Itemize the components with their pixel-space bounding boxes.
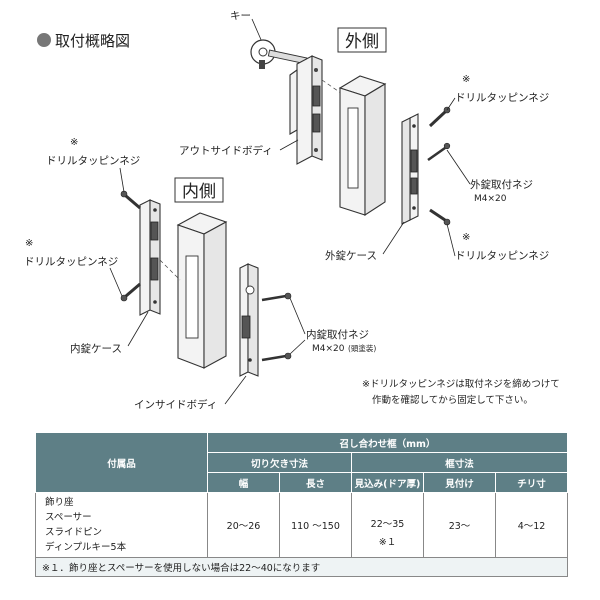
outer-drill-asterisk-bottom: ※ bbox=[462, 232, 470, 243]
inner-screw-leader-b bbox=[289, 339, 306, 355]
cutout-header: 切り欠き寸法 bbox=[207, 452, 352, 473]
col-width: 幅 bbox=[207, 472, 280, 493]
table-row: 飾り座 スペーサー スライドピン ディンプルキー5本 20〜26 110 〜15… bbox=[35, 492, 569, 558]
length-value: 110 〜150 bbox=[279, 492, 352, 558]
inner-drill-label-top: ドリルタッピンネジ bbox=[46, 155, 140, 167]
outer-side-heading: 外側 bbox=[345, 32, 379, 52]
note-line-2: 作動を確認してから固定して下さい。 bbox=[372, 395, 533, 406]
installation-note: ※ドリルタッピンネジは取付ネジを締めつけて 作動を確認してから固定して下さい。 bbox=[362, 377, 598, 409]
inner-case-label: 内錠ケース bbox=[70, 342, 122, 355]
inner-screw-leader-a bbox=[289, 297, 306, 335]
inner-drill-asterisk-top: ※ bbox=[70, 137, 78, 148]
inner-drill-label-mid: ドリルタッピンネジ bbox=[24, 256, 118, 268]
width-value: 20〜26 bbox=[207, 492, 280, 558]
inside-body bbox=[239, 263, 259, 377]
note-line-1: ※ドリルタッピンネジは取付ネジを締めつけて bbox=[362, 379, 560, 390]
inner-side-frame bbox=[174, 177, 224, 203]
outer-drill-leader-top bbox=[446, 97, 456, 111]
inner-side-heading: 内側 bbox=[182, 182, 216, 202]
outer-case-leader bbox=[382, 221, 405, 255]
depth-value: 22〜35 bbox=[370, 519, 405, 530]
outer-fixing-screw bbox=[427, 142, 451, 162]
outside-body-leader bbox=[279, 139, 299, 151]
spec-table: 付属品 召し合わせ框（mm） 切り欠き寸法 框寸法 幅 長さ 見込み(ドア厚) … bbox=[34, 432, 569, 577]
inner-case bbox=[139, 199, 161, 316]
inner-screw-note: (頭塗装) bbox=[348, 343, 376, 353]
accessory-item: ディンプルキー5本 bbox=[45, 542, 127, 553]
outer-case bbox=[401, 113, 419, 225]
visible-value: 23〜 bbox=[423, 492, 496, 558]
outer-drill-screw-bottom bbox=[429, 208, 451, 226]
inside-body-leader bbox=[224, 375, 247, 405]
col-chiri: チリ寸 bbox=[494, 472, 569, 493]
page-title: 取付概略図 bbox=[55, 32, 130, 50]
outer-screw-label: 外錠取付ネジ bbox=[470, 178, 533, 191]
inner-drill-screw-bottom bbox=[120, 282, 141, 302]
title-bullet bbox=[37, 33, 51, 47]
outer-drill-asterisk: ※ bbox=[462, 74, 470, 85]
outer-drill-label-top: ドリルタッピンネジ bbox=[455, 92, 549, 104]
outer-drill-label-bottom: ドリルタッピンネジ bbox=[455, 250, 549, 262]
inner-screw-label: 内錠取付ネジ bbox=[306, 328, 369, 341]
inner-screw-size: M4×20 bbox=[312, 344, 345, 354]
outer-case-label: 外錠ケース bbox=[325, 249, 377, 262]
frame-header: 召し合わせ框（mm） bbox=[206, 432, 569, 453]
inner-fixing-screw-bottom bbox=[261, 352, 292, 362]
depth-cell: 22〜35 ※１ bbox=[351, 492, 424, 558]
table-footnote: ※１．飾り座とスペーサーを使用しない場合は22〜40になります bbox=[34, 557, 569, 577]
accessory-header: 付属品 bbox=[35, 432, 208, 493]
inner-frame-guide bbox=[159, 259, 181, 281]
inner-drill-leader-mid bbox=[109, 267, 123, 297]
outside-body-label: アウトサイドボディ bbox=[179, 144, 273, 157]
inner-case-leader bbox=[127, 311, 149, 347]
accessory-item: 飾り座 bbox=[45, 497, 74, 508]
key-label: キー bbox=[230, 10, 251, 22]
key-leader bbox=[251, 18, 263, 43]
outer-frame bbox=[338, 75, 387, 217]
col-visible: 見付け bbox=[423, 472, 496, 493]
frame-dims-header: 框寸法 bbox=[350, 452, 569, 473]
accessory-item: スペーサー bbox=[45, 512, 92, 523]
outer-screw-size: M4×20 bbox=[474, 194, 507, 204]
inner-drill-leader-top bbox=[119, 167, 125, 193]
installation-diagram: 取付概略図 外側 内側 キー アウトサイドボディ bbox=[24, 10, 549, 411]
accessory-item: スライドピン bbox=[45, 527, 103, 538]
outer-drill-leader-bottom bbox=[446, 223, 456, 257]
key-icon bbox=[250, 39, 308, 69]
outer-screw-leader bbox=[446, 149, 471, 185]
inner-fixing-screw-top bbox=[261, 292, 292, 302]
inner-frame bbox=[176, 212, 228, 369]
depth-note: ※１ bbox=[378, 537, 397, 548]
inner-drill-screw-top bbox=[120, 190, 141, 210]
chiri-value: 4〜12 bbox=[495, 492, 569, 558]
accessory-list: 飾り座 スペーサー スライドピン ディンプルキー5本 bbox=[35, 492, 208, 558]
col-depth: 見込み(ドア厚) bbox=[351, 472, 424, 493]
col-length: 長さ bbox=[279, 472, 352, 493]
inner-drill-asterisk-mid: ※ bbox=[25, 238, 33, 249]
outside-body bbox=[289, 55, 323, 165]
inside-body-label: インサイドボディ bbox=[134, 398, 217, 411]
outer-side-frame bbox=[337, 27, 387, 53]
